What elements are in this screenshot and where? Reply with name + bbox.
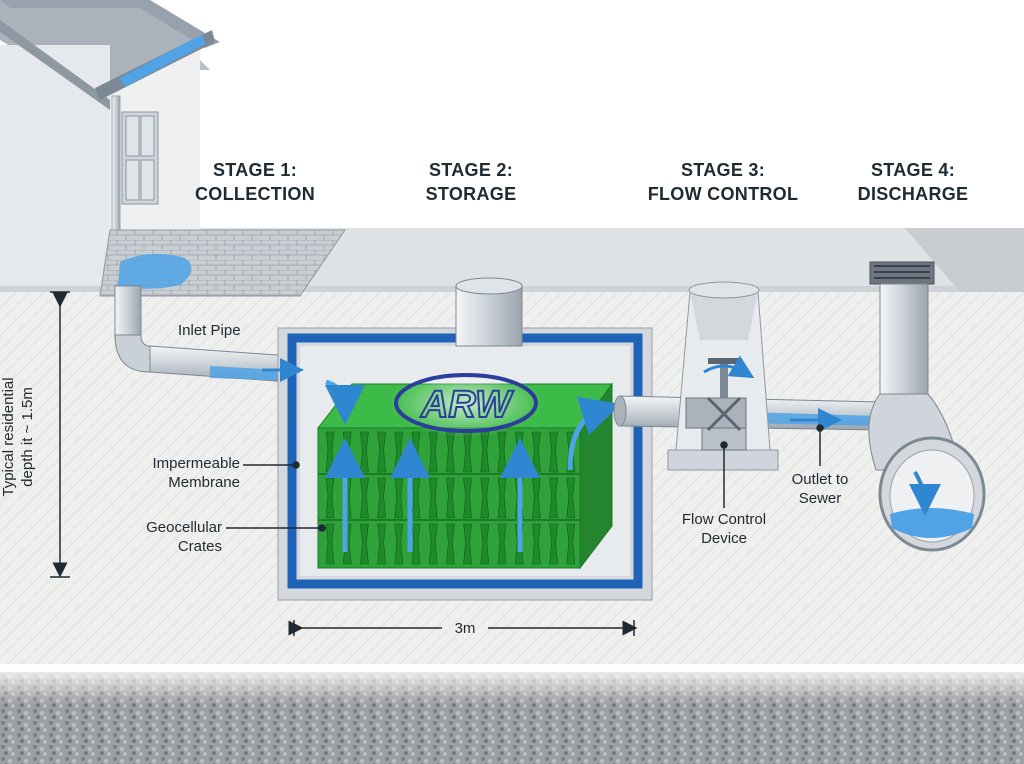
inlet-pipe-label: Inlet Pipe — [178, 322, 241, 339]
depth-label-line1: Typical residential — [0, 377, 17, 497]
crates-label: Geocellular Crates — [118, 518, 222, 556]
arw-logo: ARW — [390, 369, 542, 437]
width-label: 3m — [454, 620, 476, 637]
stage-1-label: STAGE 1: COLLECTION — [160, 158, 350, 206]
crates-label-line2: Crates — [177, 538, 222, 555]
crates-label-line1: Geocellular — [146, 519, 222, 536]
width-dimension — [288, 620, 638, 636]
outlet-label-line1: Outlet to — [791, 471, 849, 488]
tank-flow-arrows — [324, 379, 622, 552]
stage-3-label: STAGE 3: FLOW CONTROL — [628, 158, 818, 206]
depth-label-line2: depth it ~ 1.5m — [19, 387, 36, 487]
stage-4-number: STAGE 4: — [870, 160, 956, 180]
callout-lines — [226, 424, 824, 532]
house — [0, 0, 220, 285]
flow-device-label-line1: Flow Control — [681, 511, 767, 528]
stage-4-title: DISCHARGE — [857, 184, 969, 204]
discharge-sewer — [868, 261, 986, 552]
depth-label: Typical residential depth it ~ 1.5m — [0, 347, 37, 527]
stage-3-number: STAGE 3: — [680, 160, 766, 180]
stage-1-number: STAGE 1: — [212, 160, 298, 180]
stage-4-label: STAGE 4: DISCHARGE — [818, 158, 1008, 206]
membrane-label-line1: Impermeable — [152, 455, 240, 472]
stage-2-label: STAGE 2: STORAGE — [376, 158, 566, 206]
flow-device-label-line2: Device — [701, 530, 747, 547]
flow-control-chamber — [667, 281, 779, 471]
stage-2-number: STAGE 2: — [428, 160, 514, 180]
stage-1-title: COLLECTION — [195, 184, 315, 204]
stage-3-title: FLOW CONTROL — [647, 184, 799, 204]
svg-text:ARW: ARW — [420, 384, 514, 426]
flow-control-device-label: Flow Control Device — [664, 510, 784, 548]
stage-2-title: STORAGE — [425, 184, 517, 204]
membrane-label: Impermeable Membrane — [118, 454, 240, 492]
outlet-label-line2: Sewer — [798, 490, 842, 507]
outlet-to-sewer-label: Outlet to Sewer — [772, 470, 868, 508]
depth-dimension — [50, 291, 70, 578]
membrane-label-line2: Membrane — [168, 474, 240, 491]
